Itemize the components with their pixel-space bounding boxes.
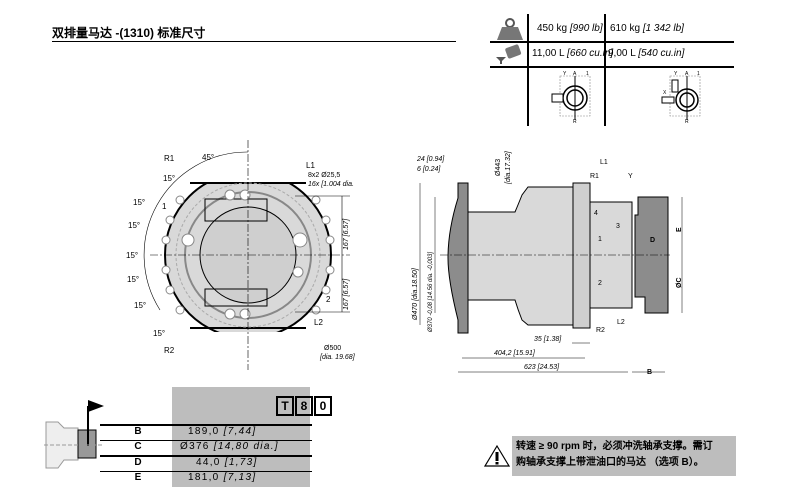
svg-text:15°: 15° xyxy=(163,174,175,183)
warning-icon xyxy=(484,444,510,467)
svg-text:2: 2 xyxy=(326,295,331,304)
svg-text:R2: R2 xyxy=(164,346,175,355)
front-view-drawing: 45° 15° 15° 15° 15° 15° 15° 15° R1 R2 1 … xyxy=(126,140,356,370)
svg-text:L2: L2 xyxy=(314,318,323,327)
weight-value-2: 610 kg [1 342 lb] xyxy=(610,23,684,34)
svg-text:E: E xyxy=(676,227,683,232)
page-title: 双排量马达 -(1310) 标准尺寸 xyxy=(52,26,206,40)
svg-text:1: 1 xyxy=(162,202,167,211)
side-view-drawing: 24 [0.94] 6 [0.24] Ø443 [dia.17.32] Ø470… xyxy=(412,150,683,376)
svg-text:A: A xyxy=(685,71,689,77)
svg-text:1: 1 xyxy=(598,236,602,243)
svg-text:15°: 15° xyxy=(128,221,140,230)
svg-text:R1: R1 xyxy=(590,173,599,180)
svg-text:Ø370 -0,08 [14.56 dia. -0,003]: Ø370 -0,08 [14.56 dia. -0,003] xyxy=(428,252,434,333)
svg-text:15°: 15° xyxy=(126,251,138,260)
svg-text:167 [6.57]: 167 [6.57] xyxy=(343,278,350,310)
variant-code: T 8 0 xyxy=(276,396,332,416)
svg-text:D: D xyxy=(650,237,655,244)
title-divider xyxy=(52,41,456,42)
svg-text:Y: Y xyxy=(563,71,567,77)
divider xyxy=(490,66,734,68)
svg-text:X: X xyxy=(663,90,667,96)
svg-text:15°: 15° xyxy=(133,198,145,207)
svg-text:8x2 Ø25,5: 8x2 Ø25,5 xyxy=(308,172,340,179)
svg-text:ØC: ØC xyxy=(676,278,683,289)
flag-icon xyxy=(88,400,104,412)
svg-text:15°: 15° xyxy=(153,329,165,338)
svg-text:R: R xyxy=(573,119,577,124)
svg-text:3: 3 xyxy=(616,223,620,230)
svg-text:Ø443: Ø443 xyxy=(495,159,502,176)
svg-text:Ø470 [dia.18.50]: Ø470 [dia.18.50] xyxy=(412,267,419,321)
svg-text:L2: L2 xyxy=(617,319,625,326)
svg-text:15°: 15° xyxy=(127,275,139,284)
oil-value-2: 9,00 L [540 cu.in] xyxy=(608,48,685,59)
svg-text:A: A xyxy=(573,71,577,77)
svg-text:2: 2 xyxy=(598,280,602,287)
svg-text:6 [0.24]: 6 [0.24] xyxy=(417,166,441,173)
svg-text:[dia.17.32]: [dia.17.32] xyxy=(505,150,512,185)
svg-text:R1: R1 xyxy=(164,154,175,163)
svg-text:16x [1.004 dia.: 16x [1.004 dia. xyxy=(308,181,354,188)
svg-text:R2: R2 xyxy=(596,327,605,334)
svg-text:4: 4 xyxy=(594,210,598,217)
schematic-2: Y A 1R X xyxy=(661,71,701,124)
divider xyxy=(490,41,734,43)
svg-text:Y: Y xyxy=(628,173,633,180)
svg-text:Ø500: Ø500 xyxy=(324,345,341,352)
motor-thumbnail xyxy=(44,400,104,469)
weight-icon xyxy=(497,18,523,40)
svg-text:15°: 15° xyxy=(134,301,146,310)
svg-text:623 [24.53]: 623 [24.53] xyxy=(524,364,560,371)
weight-value-1: 450 kg [990 lb] xyxy=(537,23,603,34)
svg-text:1: 1 xyxy=(586,71,589,77)
svg-text:404,2 [15.91]: 404,2 [15.91] xyxy=(494,350,536,357)
oil-can-icon xyxy=(496,44,522,64)
svg-text:167 [6.57]: 167 [6.57] xyxy=(343,218,350,250)
svg-text:B: B xyxy=(647,369,652,376)
oil-value-1: 11,00 L [660 cu.in] xyxy=(532,48,614,59)
angle-45: 45° xyxy=(202,153,214,162)
svg-text:L1: L1 xyxy=(306,161,315,170)
warning-note: 转速 ≥ 90 rpm 时，必须冲洗轴承支撑。需订 购轴承支撑上带泄油口的马达 … xyxy=(512,436,736,476)
svg-text:35 [1.38]: 35 [1.38] xyxy=(534,336,562,343)
svg-text:1: 1 xyxy=(697,71,700,77)
divider xyxy=(604,14,606,126)
svg-text:24 [0.94]: 24 [0.94] xyxy=(416,156,445,163)
svg-text:R: R xyxy=(685,119,689,124)
svg-text:L1: L1 xyxy=(600,159,608,166)
svg-text:[dia. 19.68]: [dia. 19.68] xyxy=(319,354,356,361)
divider xyxy=(527,14,529,126)
spec-table: 450 kg [990 lb] 610 kg [1 342 lb] 11,00 … xyxy=(490,14,734,126)
svg-text:Y: Y xyxy=(674,71,678,77)
